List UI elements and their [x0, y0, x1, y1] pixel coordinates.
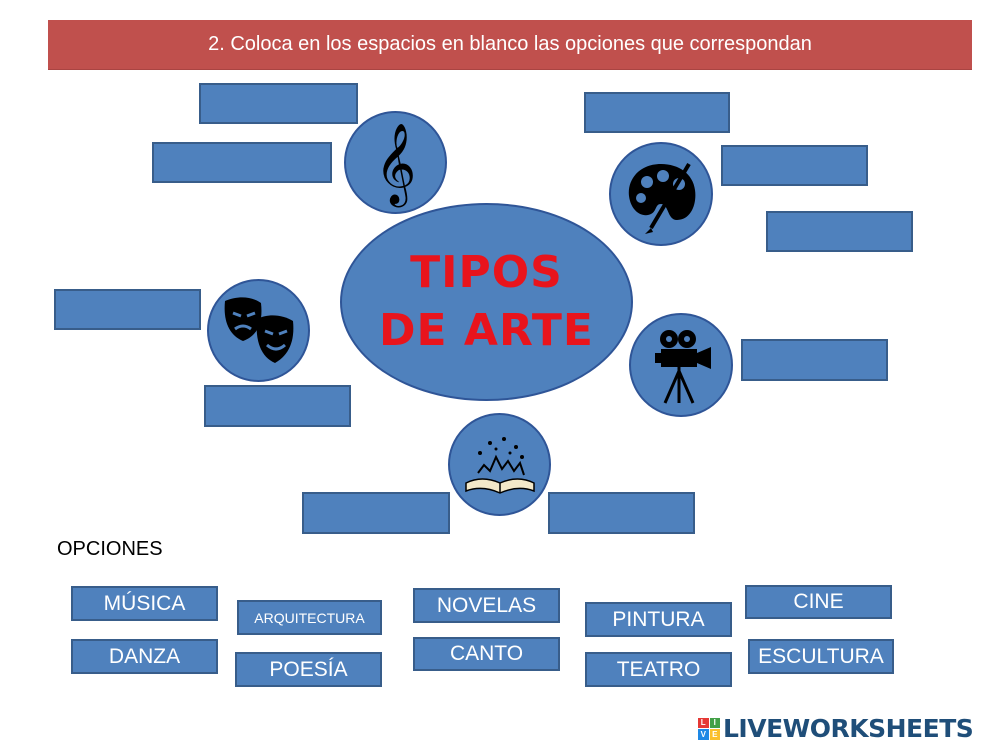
blank-music-1[interactable] [199, 83, 358, 124]
music-circle: 𝄞 [344, 111, 447, 214]
film-camera-icon [655, 330, 711, 404]
option-poesia[interactable]: POESÍA [235, 652, 382, 687]
liveworksheets-logo-icon: L I V E [698, 717, 720, 740]
liveworksheets-brand: L I V E LIVEWORKSHEETS [698, 714, 974, 743]
option-escultura[interactable]: ESCULTURA [748, 639, 894, 674]
option-arquitectura[interactable]: ARQUITECTURA [237, 600, 382, 635]
open-book-icon [464, 436, 535, 494]
option-teatro[interactable]: TEATRO [585, 652, 732, 687]
theater-circle [207, 279, 310, 382]
theater-masks-icon [224, 296, 293, 363]
blank-theater-2[interactable] [204, 385, 351, 427]
options-heading: OPCIONES [57, 538, 163, 560]
center-title-ellipse: TIPOS DE ARTE [340, 203, 633, 401]
blank-music-2[interactable] [152, 142, 332, 183]
option-canto[interactable]: CANTO [413, 637, 560, 671]
blank-literature-1[interactable] [302, 492, 450, 534]
blank-literature-2[interactable] [548, 492, 695, 534]
blank-visual-1[interactable] [584, 92, 730, 133]
blank-visual-2[interactable] [721, 145, 868, 186]
option-cine[interactable]: CINE [745, 585, 892, 619]
option-pintura[interactable]: PINTURA [585, 602, 732, 637]
cinema-circle [629, 313, 733, 417]
blank-theater-1[interactable] [54, 289, 201, 330]
option-musica[interactable]: MÚSICA [71, 586, 218, 621]
instruction-text: 2. Coloca en los espacios en blanco las … [208, 33, 812, 55]
option-novelas[interactable]: NOVELAS [413, 588, 560, 623]
center-title-line1: TIPOS [410, 247, 563, 298]
option-danza[interactable]: DANZA [71, 639, 218, 674]
center-title-line2: DE ARTE [379, 305, 594, 356]
palette-icon [628, 162, 696, 234]
instruction-banner: 2. Coloca en los espacios en blanco las … [48, 20, 972, 70]
literature-circle [448, 413, 551, 516]
blank-visual-3[interactable] [766, 211, 913, 252]
visual-arts-circle [609, 142, 713, 246]
brand-name: LIVEWORKSHEETS [723, 714, 974, 743]
treble-clef-icon: 𝄞 [374, 121, 417, 204]
blank-cinema-1[interactable] [741, 339, 888, 381]
